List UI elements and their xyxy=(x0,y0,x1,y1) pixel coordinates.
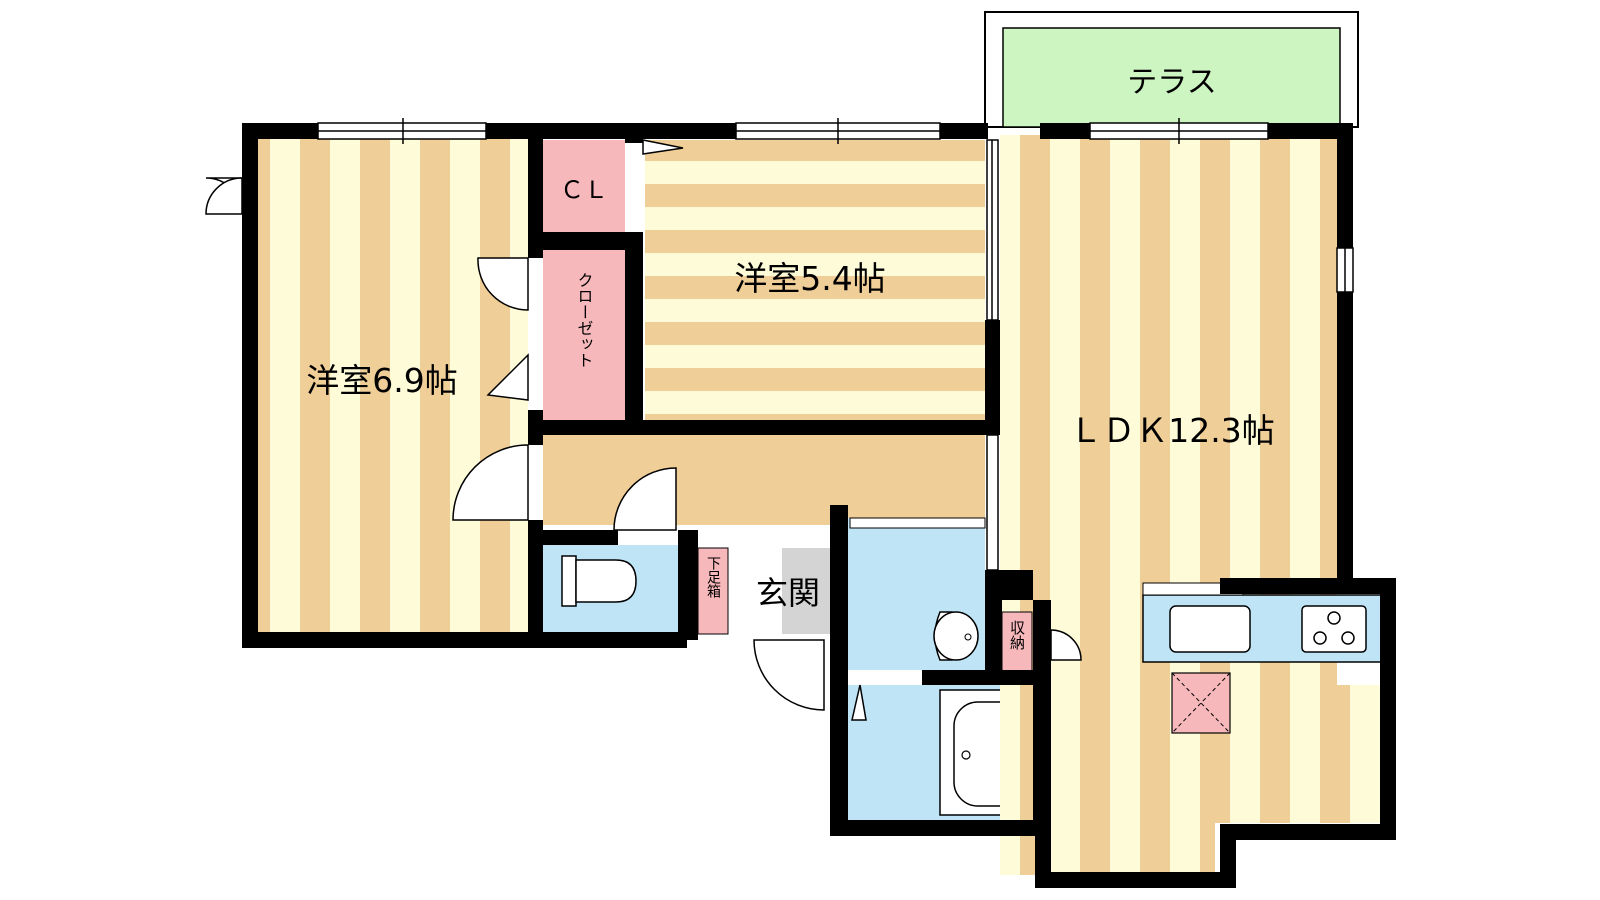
toilet-icon xyxy=(561,555,637,607)
kitchen-counter xyxy=(1142,582,1392,734)
washroom xyxy=(848,517,986,670)
western-room-6-9-label: 洋室6.9帖 xyxy=(306,361,457,400)
stove-icon xyxy=(1301,605,1367,653)
entrance: 玄関 xyxy=(732,548,830,634)
hallway xyxy=(543,435,985,525)
doors xyxy=(205,139,1082,721)
sink-icon xyxy=(1169,605,1251,653)
western-room-5-4-label: 洋室5.4帖 xyxy=(734,259,885,298)
storage-label: 収納 xyxy=(1008,620,1026,651)
western-room-5-4: 洋室5.4帖 xyxy=(645,140,985,420)
washbasin-icon xyxy=(933,611,979,661)
ldk-label: ＬＤＫ12.3帖 xyxy=(1069,411,1274,450)
storage: 収納 xyxy=(1001,611,1033,673)
cl-label: ＣＬ xyxy=(560,176,608,204)
toilet-room xyxy=(543,545,678,633)
cl-closet: ＣＬ xyxy=(543,140,625,232)
terrace-label: テラス xyxy=(1127,65,1216,100)
western-room-6-9: 洋室6.9帖 xyxy=(258,135,528,635)
fridge-space-icon xyxy=(1171,672,1231,734)
windows xyxy=(317,118,1354,571)
closet-label: クローゼット xyxy=(575,272,594,368)
walls xyxy=(242,123,1396,888)
terrace: テラス xyxy=(984,11,1359,128)
shoe-box-label: 下足箱 xyxy=(705,556,721,598)
shoe-box: 下足箱 xyxy=(697,547,729,635)
entrance-label: 玄関 xyxy=(756,574,820,612)
ldk: ＬＤＫ12.3帖 xyxy=(1000,135,1395,883)
closet: クローゼット xyxy=(543,250,625,420)
